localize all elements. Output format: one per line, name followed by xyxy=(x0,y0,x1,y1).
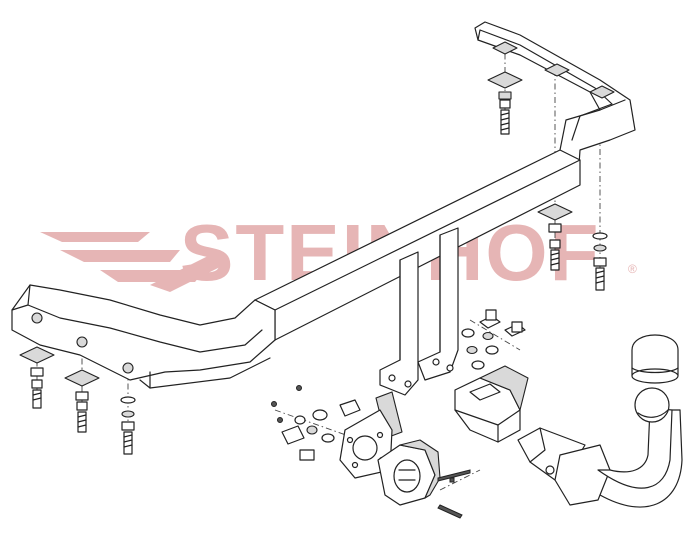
lower-left-fasteners xyxy=(271,385,361,461)
tow-ball-cap xyxy=(631,334,679,384)
right-mount-hardware xyxy=(487,71,608,291)
ball-mount-bracket xyxy=(454,365,529,443)
plate xyxy=(487,71,523,89)
electric-socket-assembly xyxy=(339,391,471,519)
left-mount-hardware xyxy=(19,346,136,455)
center-fasteners xyxy=(461,309,526,370)
tow-ball-neck xyxy=(517,387,683,508)
steinhof-swoosh-logo xyxy=(40,232,230,292)
main-crossbar xyxy=(11,21,636,396)
registered-mark: ® xyxy=(628,262,637,276)
